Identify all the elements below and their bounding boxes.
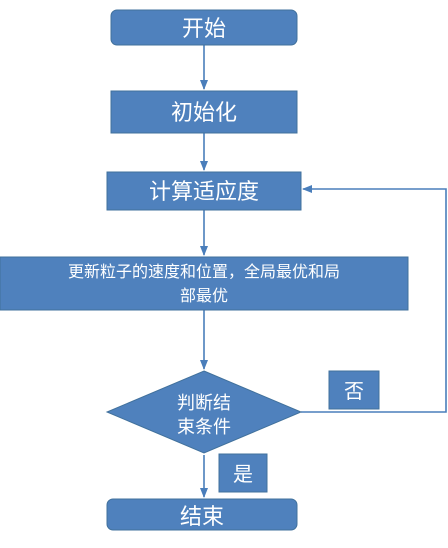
yes-label: 是 bbox=[233, 462, 253, 486]
update-label-line1: 更新粒子的速度和位置，全局最优和局 bbox=[68, 262, 340, 281]
yes-label-box: 是 bbox=[218, 453, 268, 493]
update-node: 更新粒子的速度和位置，全局最优和局 部最优 bbox=[0, 256, 409, 311]
update-label-line2: 部最优 bbox=[180, 286, 228, 305]
fitness-node: 计算适应度 bbox=[106, 171, 302, 211]
fitness-label: 计算适应度 bbox=[149, 180, 259, 205]
end-node: 结束 bbox=[106, 498, 298, 531]
no-label: 否 bbox=[344, 379, 364, 403]
decision-node: 判断结 束条件 bbox=[105, 370, 303, 454]
decision-label-line1: 判断结 bbox=[177, 393, 231, 414]
init-label: 初始化 bbox=[171, 101, 237, 126]
end-label: 结束 bbox=[180, 505, 224, 530]
no-label-box: 否 bbox=[328, 370, 380, 410]
decision-label-line2: 束条件 bbox=[177, 417, 231, 438]
start-label: 开始 bbox=[182, 17, 226, 42]
start-node: 开始 bbox=[110, 9, 298, 46]
init-node: 初始化 bbox=[110, 90, 298, 134]
loop-back-arrow bbox=[301, 185, 447, 413]
connectors bbox=[200, 45, 447, 498]
